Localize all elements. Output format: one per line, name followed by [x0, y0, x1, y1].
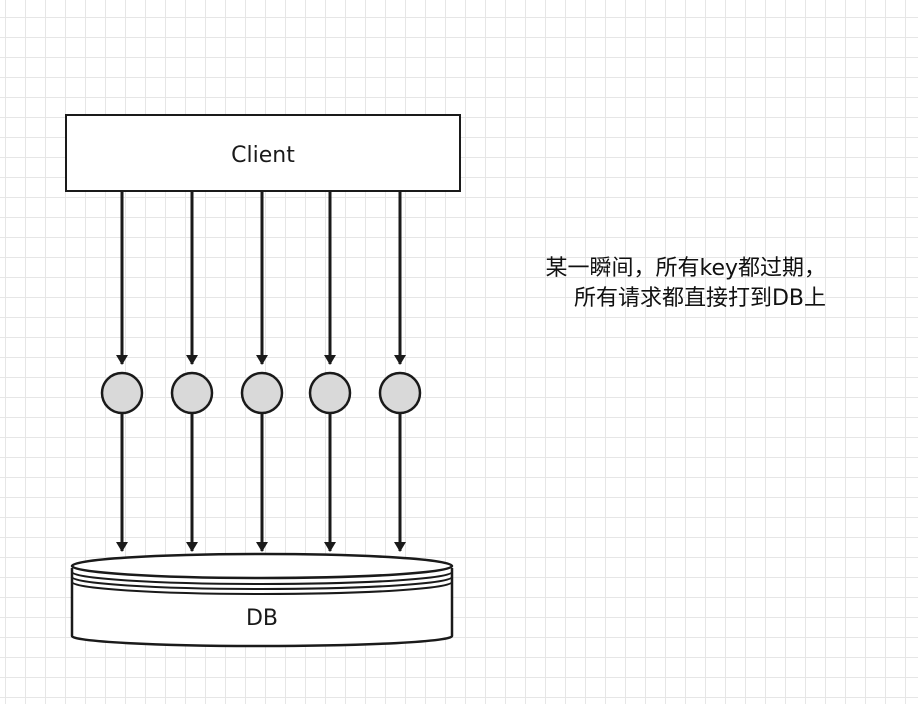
- db-ring-1: [71, 571, 453, 585]
- db-top: [70, 552, 454, 580]
- db-ring-3: [71, 581, 453, 595]
- request-lines-upper: [116, 192, 406, 365]
- annotation-text: 某一瞬间，所有key都过期， 所有请求都直接打到DB上: [545, 254, 826, 314]
- client-box: Client: [65, 114, 461, 192]
- client-label: Client: [231, 143, 295, 168]
- request-node-4: [308, 371, 352, 415]
- annotation-line-1: 某一瞬间，所有key都过期，: [545, 256, 826, 281]
- request-node-3: [240, 371, 284, 415]
- request-node-2: [170, 371, 214, 415]
- annotation-line-2: 所有请求都直接打到DB上: [573, 286, 826, 311]
- db-ring-2: [71, 576, 453, 590]
- request-node-5: [378, 371, 422, 415]
- db-cylinder: DB: [70, 552, 454, 648]
- request-node-1: [100, 371, 144, 415]
- db-label: DB: [246, 606, 278, 631]
- request-nodes: [100, 371, 422, 415]
- request-lines-lower: [116, 414, 406, 552]
